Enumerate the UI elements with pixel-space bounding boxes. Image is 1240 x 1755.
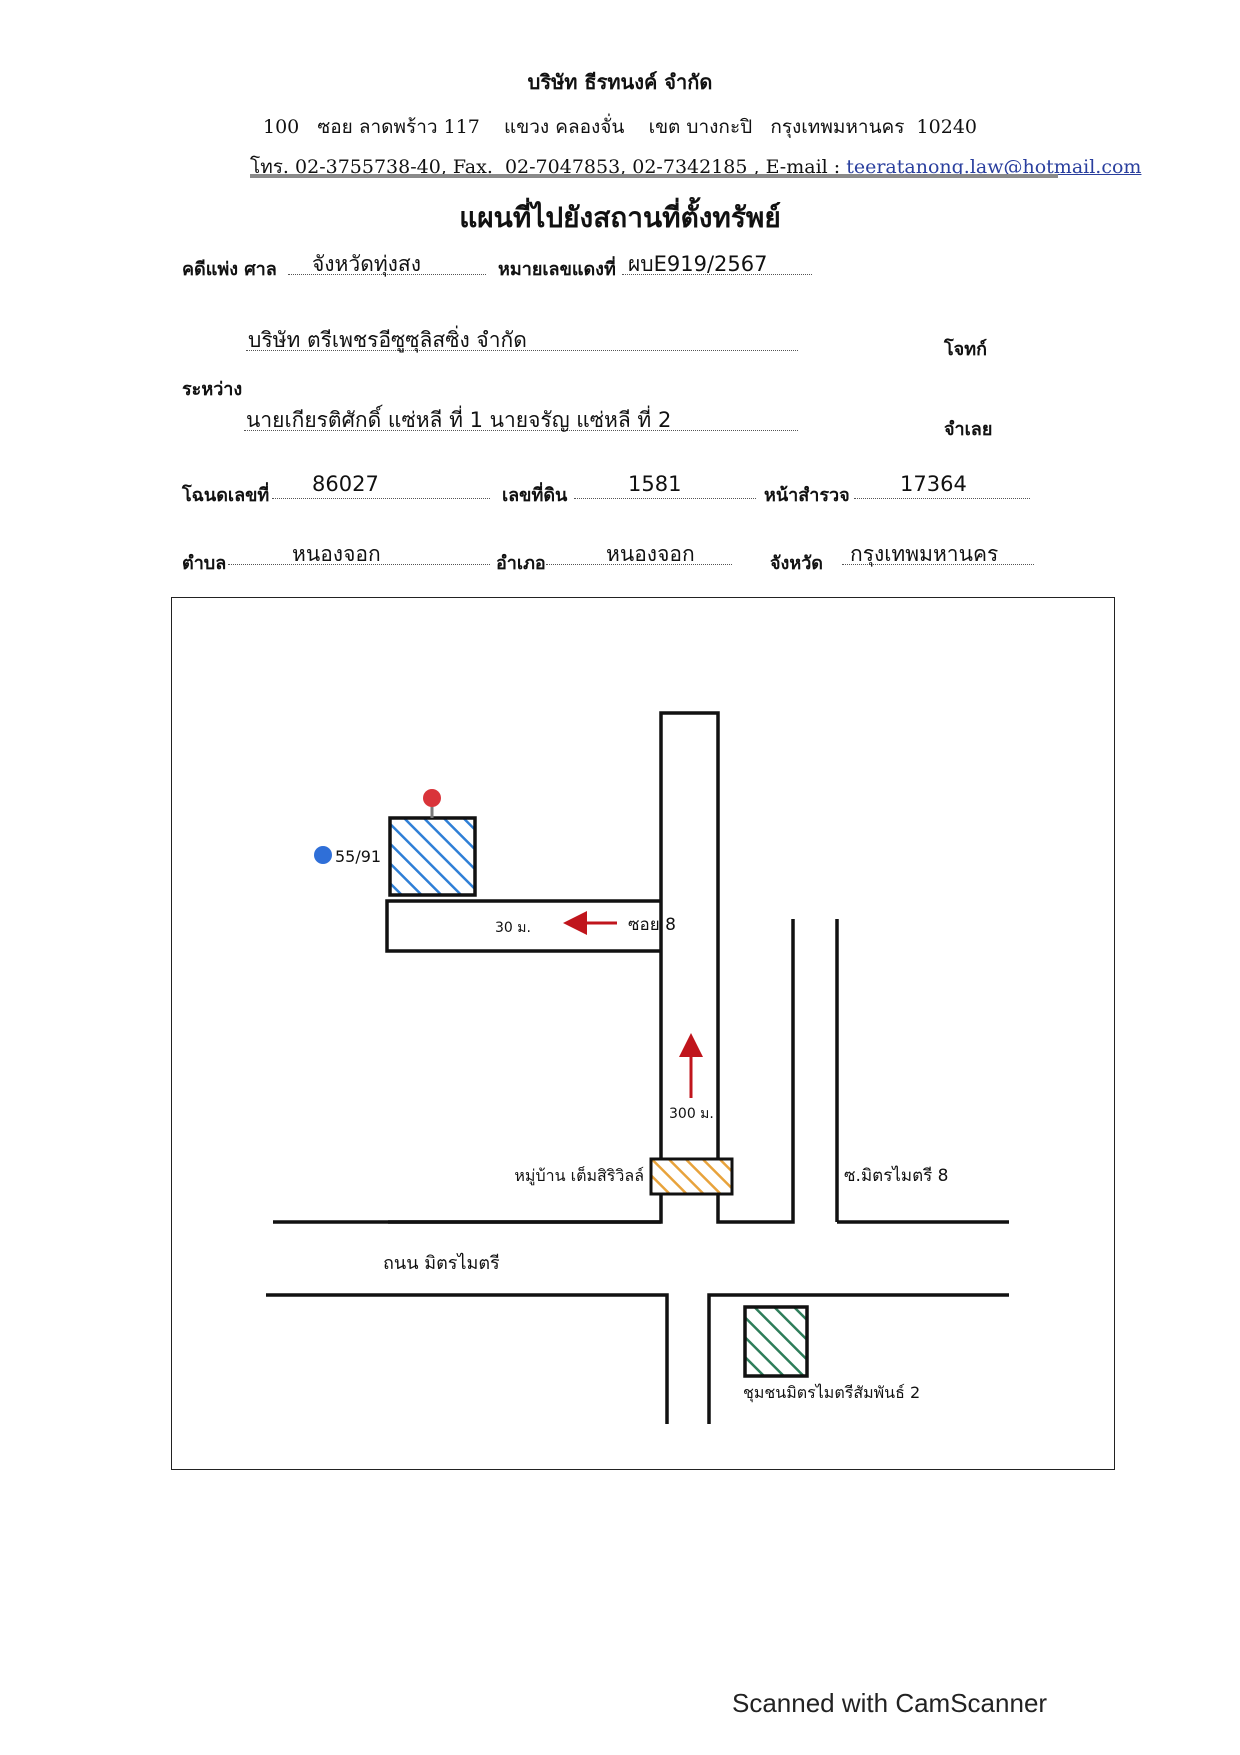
subdistrict-label: ตำบล (182, 553, 227, 574)
province-label: จังหวัด (770, 553, 823, 574)
province-field: กรุงเทพมหานคร (842, 540, 1034, 566)
land-value: 1581 (628, 472, 682, 496)
community-plot (743, 1305, 809, 1378)
email-link[interactable]: teeratanong.law@hotmail.com (846, 156, 1142, 178)
land-field: 1581 (574, 472, 756, 499)
survey-value: 17364 (900, 472, 967, 496)
road-edge-south-right (707, 1293, 1009, 1424)
deed-label: โฉนดเลขที่ (182, 485, 270, 506)
deed-field: 86027 (272, 472, 490, 499)
defendant-value: นายเกียรติศักดิ์ แซ่หลี ที่ 1 นายจรัญ แซ… (246, 408, 672, 432)
village-plot (649, 1157, 734, 1196)
header-divider (250, 174, 1058, 178)
page-title: แผนที่ไปยังสถานที่ตั้งทรัพย์ (459, 201, 781, 234)
district-field: หนองจอก (546, 540, 732, 566)
main-distance-label: 300 ม. (669, 1106, 714, 1122)
side-soi-label: ซ.มิตรไมตรี 8 (844, 1165, 948, 1186)
company-name: บริษัท ธีรทนงค์ จำกัด (527, 70, 713, 94)
property-dot-icon (314, 846, 332, 864)
soi-label: ซอย 8 (628, 915, 676, 935)
community-label: ชุมชนมิตรไมตรีสัมพันธ์ 2 (743, 1383, 920, 1403)
between-label: ระหว่าง (182, 379, 243, 400)
defendant-field: นายเกียรติศักดิ์ แซ่หลี ที่ 1 นายจรัญ แซ… (244, 406, 798, 432)
property-plot (388, 816, 477, 897)
location-pin-icon (423, 789, 441, 807)
defendant-role: จำเลย (944, 419, 993, 440)
plaintiff-value: บริษัท ตรีเพชรอีซูซุลิสซิ่ง จำกัด (248, 328, 527, 352)
road-network (266, 711, 1009, 1424)
subdistrict-field: หนองจอก (228, 540, 490, 566)
survey-label: หน้าสำรวจ (764, 485, 850, 506)
red-number-value: ผบE919/2567 (628, 252, 768, 276)
company-contact: โทร. 02-3755738-40, Fax. 02-7047853, 02-… (250, 152, 1141, 182)
soi-main-left-edge (385, 711, 795, 1224)
location-map: 55/91 30 ม. ซอย 8 300 ม. หมู่บ้าน เต็มสิ… (171, 597, 1115, 1470)
plaintiff-role: โจทก์ (944, 339, 987, 360)
deed-value: 86027 (312, 472, 379, 496)
contact-phones: โทร. 02-3755738-40, Fax. 02-7047853, 02-… (250, 156, 847, 178)
company-address: 100 ซอย ลาดพร้าว 117 แขวง คลองจั่น เขต บ… (262, 116, 977, 138)
red-number-label: หมายเลขแดงที่ (498, 259, 616, 280)
red-number-field: ผบE919/2567 (622, 250, 812, 276)
district-value: หนองจอก (606, 542, 695, 566)
province-value: กรุงเทพมหานคร (850, 542, 999, 566)
survey-field: 17364 (854, 472, 1030, 499)
plaintiff-field: บริษัท ตรีเพชรอีซูซุลิสซิ่ง จำกัด (246, 326, 798, 352)
court-field: จังหวัดทุ่งสง (288, 250, 486, 276)
village-label: หมู่บ้าน เต็มสิริวิลล์ (514, 1165, 644, 1186)
case-label: คดีแพ่ง ศาล (182, 259, 277, 280)
scanner-watermark: Scanned with CamScanner (732, 1688, 1048, 1718)
land-label: เลขที่ดิน (502, 485, 568, 506)
district-label: อำเภอ (496, 553, 546, 574)
map-canvas: 55/91 30 ม. ซอย 8 300 ม. หมู่บ้าน เต็มสิ… (266, 711, 1009, 1424)
property-number: 55/91 (335, 847, 381, 866)
road-label: ถนน มิตรไมตรี (383, 1252, 500, 1274)
soi-distance-label: 30 ม. (495, 920, 531, 936)
road-edge-south-left (266, 1293, 669, 1424)
court-value: จังหวัดทุ่งสง (312, 252, 421, 276)
subdistrict-value: หนองจอก (292, 542, 381, 566)
